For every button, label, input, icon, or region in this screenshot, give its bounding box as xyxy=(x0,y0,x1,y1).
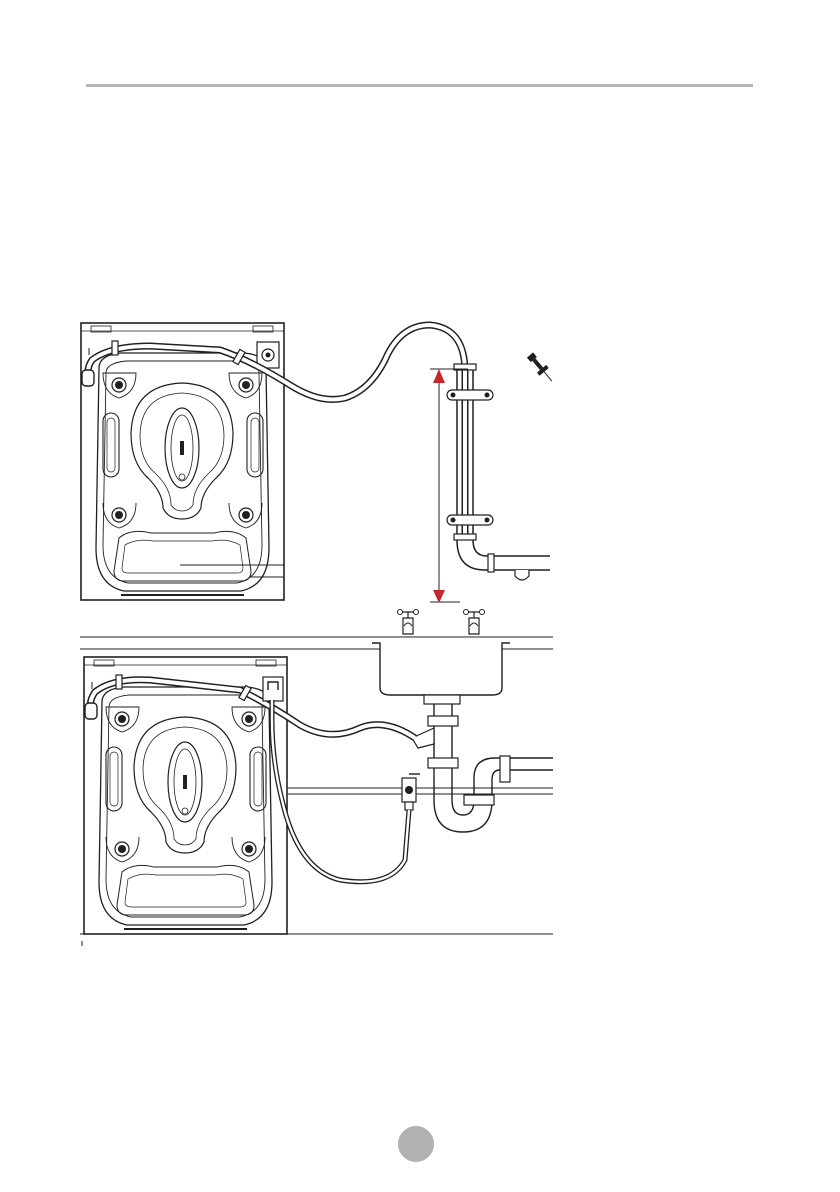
page-number-badge xyxy=(398,1126,434,1162)
drain-trap xyxy=(412,704,553,832)
sink-tap-right xyxy=(464,610,485,635)
sink xyxy=(372,643,510,704)
water-supply-pipe xyxy=(288,774,553,810)
sink-tap-left xyxy=(398,610,419,635)
pushpin-icon xyxy=(525,351,556,385)
